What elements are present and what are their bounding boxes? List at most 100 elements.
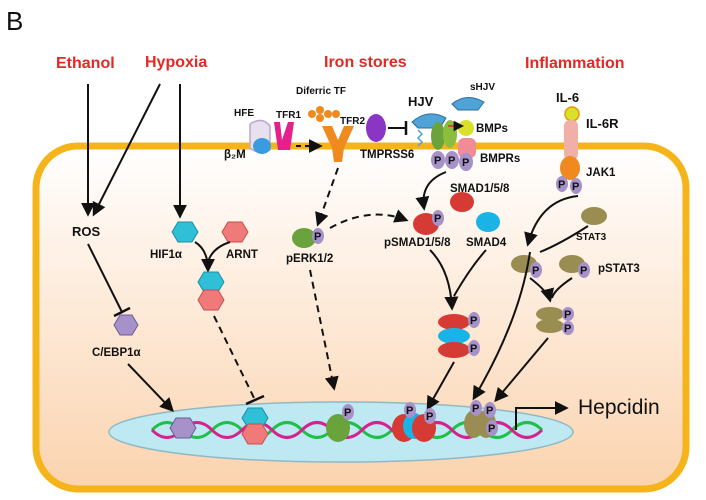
label-smad4: SMAD4	[466, 237, 507, 249]
psmad158-phospho	[432, 210, 444, 226]
label-bmps: BMPs	[476, 123, 508, 135]
arnt-shape	[221, 221, 249, 243]
psmad158-phospho-label: P	[434, 213, 441, 225]
label-arnt: ARNT	[226, 249, 258, 261]
arrow-tfr2-perk	[315, 167, 339, 227]
jak1-shape	[560, 156, 580, 180]
label-jak1: JAK1	[586, 167, 616, 179]
label-bmprs: BMPRs	[480, 153, 520, 165]
bmp-ligand	[458, 120, 474, 136]
arrow-bmpr-smad	[415, 171, 447, 211]
inhibit-hif-dna	[213, 315, 256, 401]
arrow-hypoxia-ros	[92, 83, 161, 217]
label-hif1a: HIF1α	[150, 249, 182, 261]
arrow-hif-arnt-merge	[194, 241, 215, 273]
stat3-shape	[581, 207, 607, 225]
stimulus-inflammation: Inflammation	[525, 55, 625, 72]
svg-text:P: P	[580, 265, 587, 277]
label-tmprss6: TMPRSS6	[360, 149, 414, 161]
hif-complex-cyan	[197, 271, 225, 293]
label-hjv: HJV	[408, 94, 434, 109]
label-perk: pERK1/2	[286, 253, 333, 265]
label-shjv: sHJV	[470, 82, 495, 93]
arrow-pstat3-dimer	[529, 277, 555, 303]
label-stat3: STAT3	[576, 232, 607, 243]
label-tfr1: TFR1	[276, 110, 301, 121]
dna-hif-bound	[241, 407, 269, 445]
tmprss6-protein	[366, 114, 386, 142]
hif-complex-pink	[197, 289, 225, 311]
svg-text:P: P	[426, 411, 433, 423]
arrow-perk-psmad	[329, 209, 409, 229]
b2m-protein	[253, 138, 271, 154]
svg-text:P: P	[572, 181, 579, 193]
svg-text:P: P	[462, 157, 469, 169]
arrow-smad4-complex	[453, 249, 487, 297]
label-hepcidin: Hepcidin	[578, 396, 660, 419]
arrow-pstat3-dimer-2	[551, 277, 573, 299]
perk-phospho	[312, 228, 324, 244]
panel-letter: B	[6, 6, 23, 36]
label-diferric-tf: Diferric TF	[296, 86, 346, 97]
hjv-anchor	[416, 129, 424, 147]
dna-perk-bound: P	[326, 404, 354, 442]
label-tfr2: TFR2	[340, 116, 365, 127]
arrow-stat3-p	[539, 225, 589, 253]
svg-text:P: P	[344, 407, 351, 419]
dna-smad-bound: P P	[392, 402, 436, 442]
jak1-phospho-group: P P	[556, 176, 582, 194]
hif1a-shape	[171, 221, 199, 243]
cell-membrane	[32, 142, 690, 493]
dna-cebp-bound	[169, 417, 197, 439]
label-b2m: β₂M	[224, 149, 246, 161]
svg-text:P: P	[564, 323, 571, 335]
label-il6r: IL-6R	[586, 116, 619, 131]
inhibit-hif-dna-bar	[245, 394, 265, 406]
svg-text:P: P	[470, 315, 477, 327]
smad-complex: P P	[438, 312, 480, 358]
svg-text:P: P	[564, 309, 571, 321]
label-smad158: SMAD1/5/8	[450, 183, 510, 195]
dna-stat3-bound: P P P	[464, 400, 498, 438]
inhibit-ros-cebp	[87, 243, 123, 313]
arrow-perk-dna	[309, 269, 339, 391]
arrow-smad-dna	[426, 361, 455, 411]
label-il6: IL-6	[556, 90, 579, 105]
hepcidin-transcription-arrow	[515, 401, 569, 430]
tfr2-protein	[322, 126, 354, 162]
svg-text:P: P	[470, 343, 477, 355]
smad158-shape	[450, 192, 474, 212]
shjv-protein	[451, 97, 485, 111]
stimulus-ethanol: Ethanol	[56, 55, 115, 72]
inhibit-ros-cebp-bar	[113, 306, 131, 318]
arrow-pstat3-dna	[494, 337, 549, 403]
svg-text:P: P	[532, 265, 539, 277]
pstat3-group: P P	[511, 255, 590, 278]
arrow-smad-complex	[429, 249, 459, 311]
perk-phospho-label: P	[314, 231, 321, 243]
label-psmad158: pSMAD1/5/8	[384, 237, 451, 249]
diferric-tf-icon	[308, 106, 340, 122]
svg-text:P: P	[472, 403, 479, 415]
svg-text:P: P	[434, 155, 441, 167]
arrow-cebp-dna	[127, 363, 174, 413]
smad4-shape	[476, 212, 500, 232]
tfr1-protein	[274, 122, 294, 150]
bmpr-protein	[458, 138, 476, 158]
svg-text:P: P	[448, 155, 455, 167]
svg-text:P: P	[486, 405, 493, 417]
label-pstat3: pSTAT3	[598, 263, 640, 275]
cebp1a-shape	[113, 314, 139, 336]
hjv-green-subunit	[431, 122, 445, 150]
arrow-stat3-down	[472, 251, 531, 401]
svg-text:P: P	[558, 179, 565, 191]
svg-text:P: P	[406, 405, 413, 417]
label-ros: ROS	[72, 224, 101, 239]
il6r-protein	[564, 120, 578, 160]
il6-ligand	[564, 106, 580, 122]
bmpr-phospho-group: P P P	[431, 151, 473, 171]
arrow-arnt-merge	[207, 241, 231, 263]
perk-shape	[292, 228, 316, 248]
hjv-green-subunit-2	[443, 120, 457, 148]
